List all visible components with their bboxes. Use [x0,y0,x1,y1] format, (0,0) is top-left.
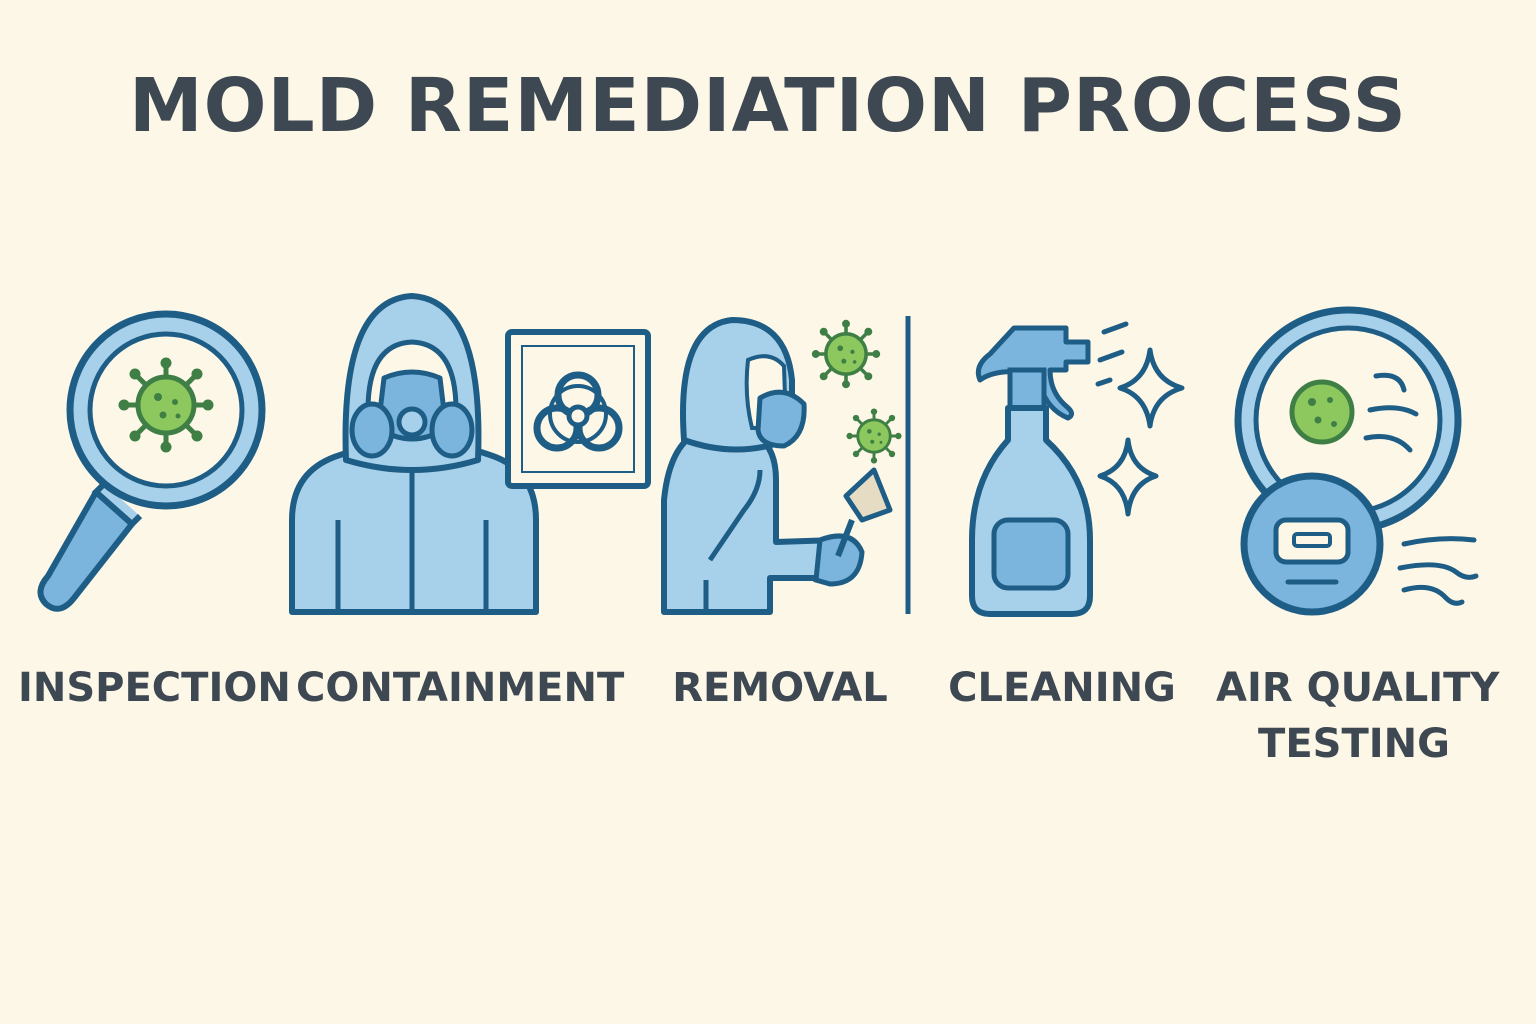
step-label-containment: CONTAINMENT [296,665,625,711]
step-label-testing: TESTING [1258,721,1450,767]
magnifying-glass-mold-icon [37,310,266,612]
step-label-inspection: INSPECTION [18,665,291,711]
step-label-air-quality: AIR QUALITY [1216,665,1500,711]
hazmat-suit-respirator-icon [289,293,539,615]
step-label-removal: REMOVAL [672,665,888,711]
spray-bottle-sparkles-icon [969,321,1185,617]
air-quality-monitor-icon [1234,306,1479,616]
biohazard-sign-icon [505,329,651,489]
page-title: MOLD REMEDIATION PROCESS [129,63,1407,149]
step-label-cleaning: CLEANING [948,665,1176,711]
worker-scraping-mold-icon [661,316,911,615]
